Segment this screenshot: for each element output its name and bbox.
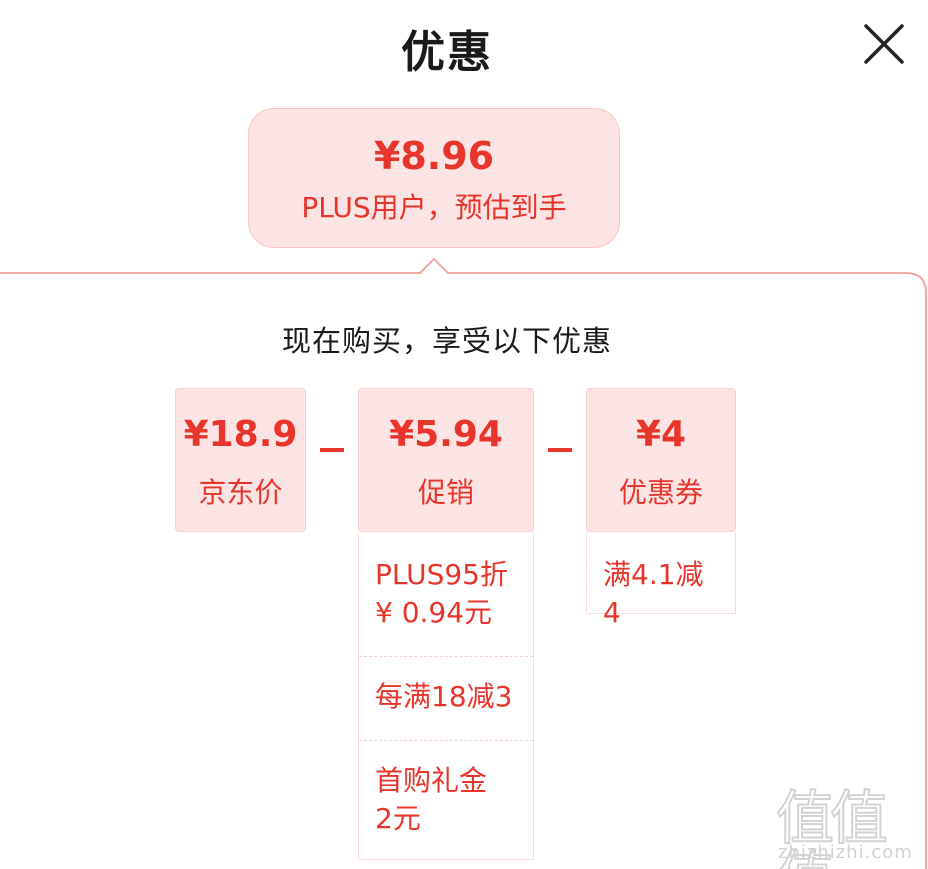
list-divider [359, 656, 533, 657]
close-icon [864, 24, 904, 64]
jd-price-label: 京东价 [198, 476, 283, 509]
promotion-item-full-reduction: 每满18减3 [375, 680, 513, 713]
watermark: 值值值 zhizhizhi.com [775, 784, 924, 869]
promotion-detail-list: PLUS95折 ¥ 0.94元 每满18减3 首购礼金 2元 [358, 532, 534, 860]
page-title: 优惠 [401, 27, 493, 78]
estimated-price-box: ¥8.96 PLUS用户，预估到手 [248, 108, 620, 248]
coupon-item: 满4.1减4 [603, 558, 704, 629]
minus-operator [320, 448, 344, 452]
promotion-item-plus-discount: PLUS95折 ¥ 0.94元 [375, 558, 508, 629]
coupon-card: ¥4 优惠券 [586, 388, 736, 532]
jd-price-card: ¥18.9 京东价 [175, 388, 306, 532]
estimated-price: ¥8.96 [373, 134, 495, 178]
watermark-url: zhizhizhi.com [778, 842, 913, 863]
promotion-value: ¥5.94 [389, 414, 503, 455]
estimated-price-label: PLUS用户，预估到手 [301, 191, 567, 224]
close-button[interactable] [858, 18, 910, 70]
discount-subtitle: 现在购买，享受以下优惠 [281, 324, 612, 358]
list-divider [359, 740, 533, 741]
jd-price-value: ¥18.9 [183, 414, 298, 455]
promotion-item-first-purchase: 首购礼金 2元 [375, 764, 488, 835]
coupon-label: 优惠券 [618, 476, 703, 509]
promotion-label: 促销 [417, 476, 474, 509]
coupon-detail-list: 满4.1减4 [586, 532, 736, 629]
watermark-logo: 值值值 [775, 784, 889, 869]
coupon-value: ¥4 [635, 414, 687, 455]
promotion-card: ¥5.94 促销 [358, 388, 534, 532]
minus-operator [548, 448, 572, 452]
